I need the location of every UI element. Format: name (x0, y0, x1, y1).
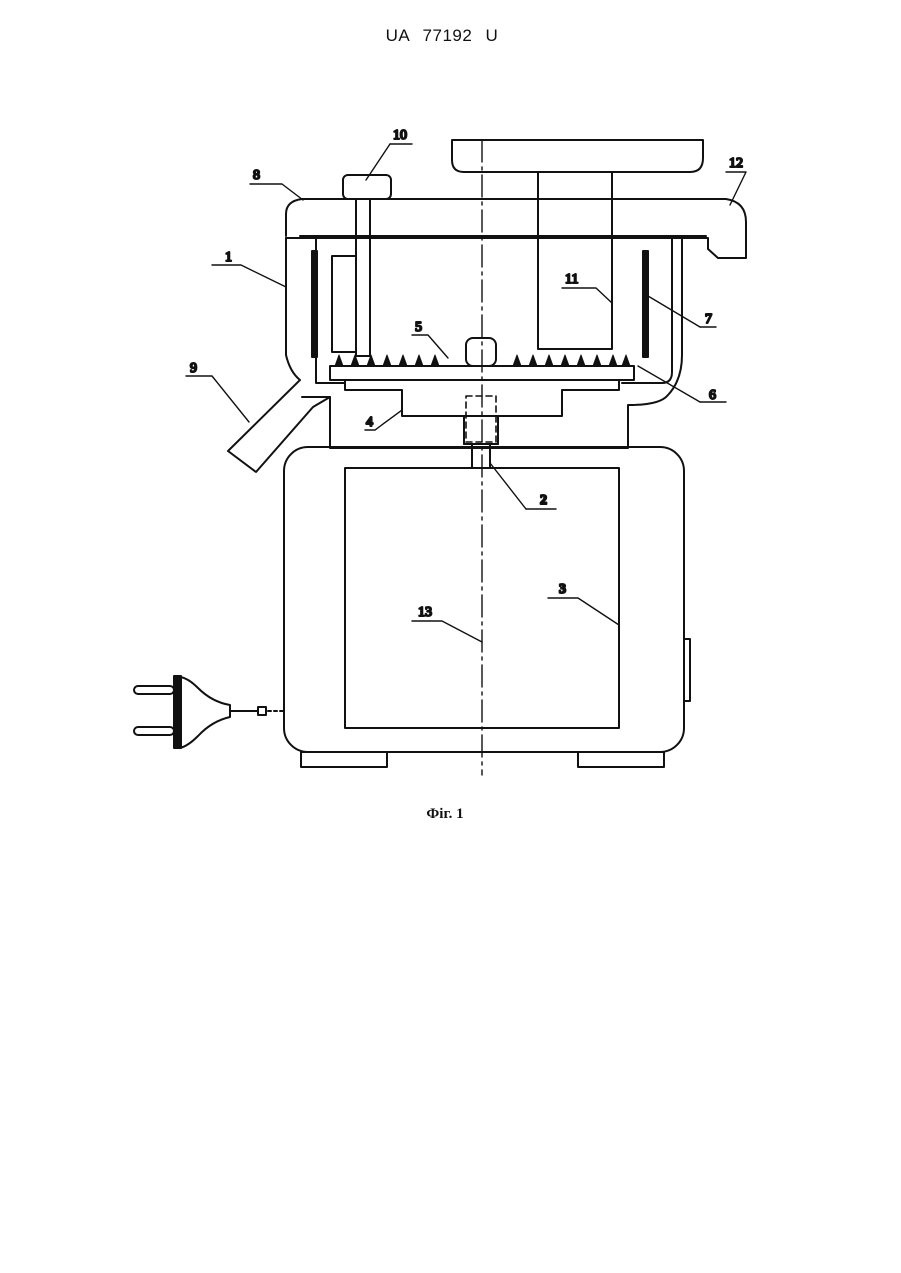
label-8: 8 (253, 168, 260, 183)
label-6: 6 (709, 388, 716, 403)
plug-face (174, 676, 181, 748)
leader-lines (186, 144, 746, 642)
label-4: 4 (366, 415, 373, 430)
label-13: 13 (418, 605, 432, 620)
lid-button-assembly (332, 175, 391, 356)
plug-body (180, 677, 230, 748)
filter-wall-left (312, 251, 317, 357)
label-9: 9 (190, 361, 197, 376)
label-1: 1 (225, 250, 232, 265)
foot-right (578, 752, 664, 767)
coupling-dashed (466, 396, 496, 442)
label-7: 7 (705, 312, 712, 327)
label-11: 11 (565, 272, 578, 287)
motor-block (284, 447, 690, 767)
housing-outer (228, 238, 682, 472)
button-rod (356, 199, 370, 356)
button-bracket (332, 256, 356, 352)
cord-socket (258, 707, 266, 715)
side-switch (684, 639, 690, 701)
grater-teeth-left (335, 355, 439, 366)
label-10: 10 (393, 128, 407, 143)
plug-pin-top (134, 686, 174, 694)
power-plug (134, 676, 284, 748)
pusher-cap (452, 140, 703, 172)
disk-hub (466, 338, 496, 366)
label-3: 3 (559, 582, 566, 597)
figure-caption: Фіг. 1 (400, 806, 490, 823)
foot-left (301, 752, 387, 767)
label-5: 5 (415, 320, 422, 335)
label-2: 2 (540, 493, 547, 508)
filter-wall-right (643, 251, 648, 357)
plug-pin-bottom (134, 727, 174, 735)
grater-teeth-right (513, 355, 630, 366)
pusher-assembly (452, 140, 703, 349)
housing-assembly (228, 236, 682, 472)
label-12: 12 (729, 156, 743, 171)
